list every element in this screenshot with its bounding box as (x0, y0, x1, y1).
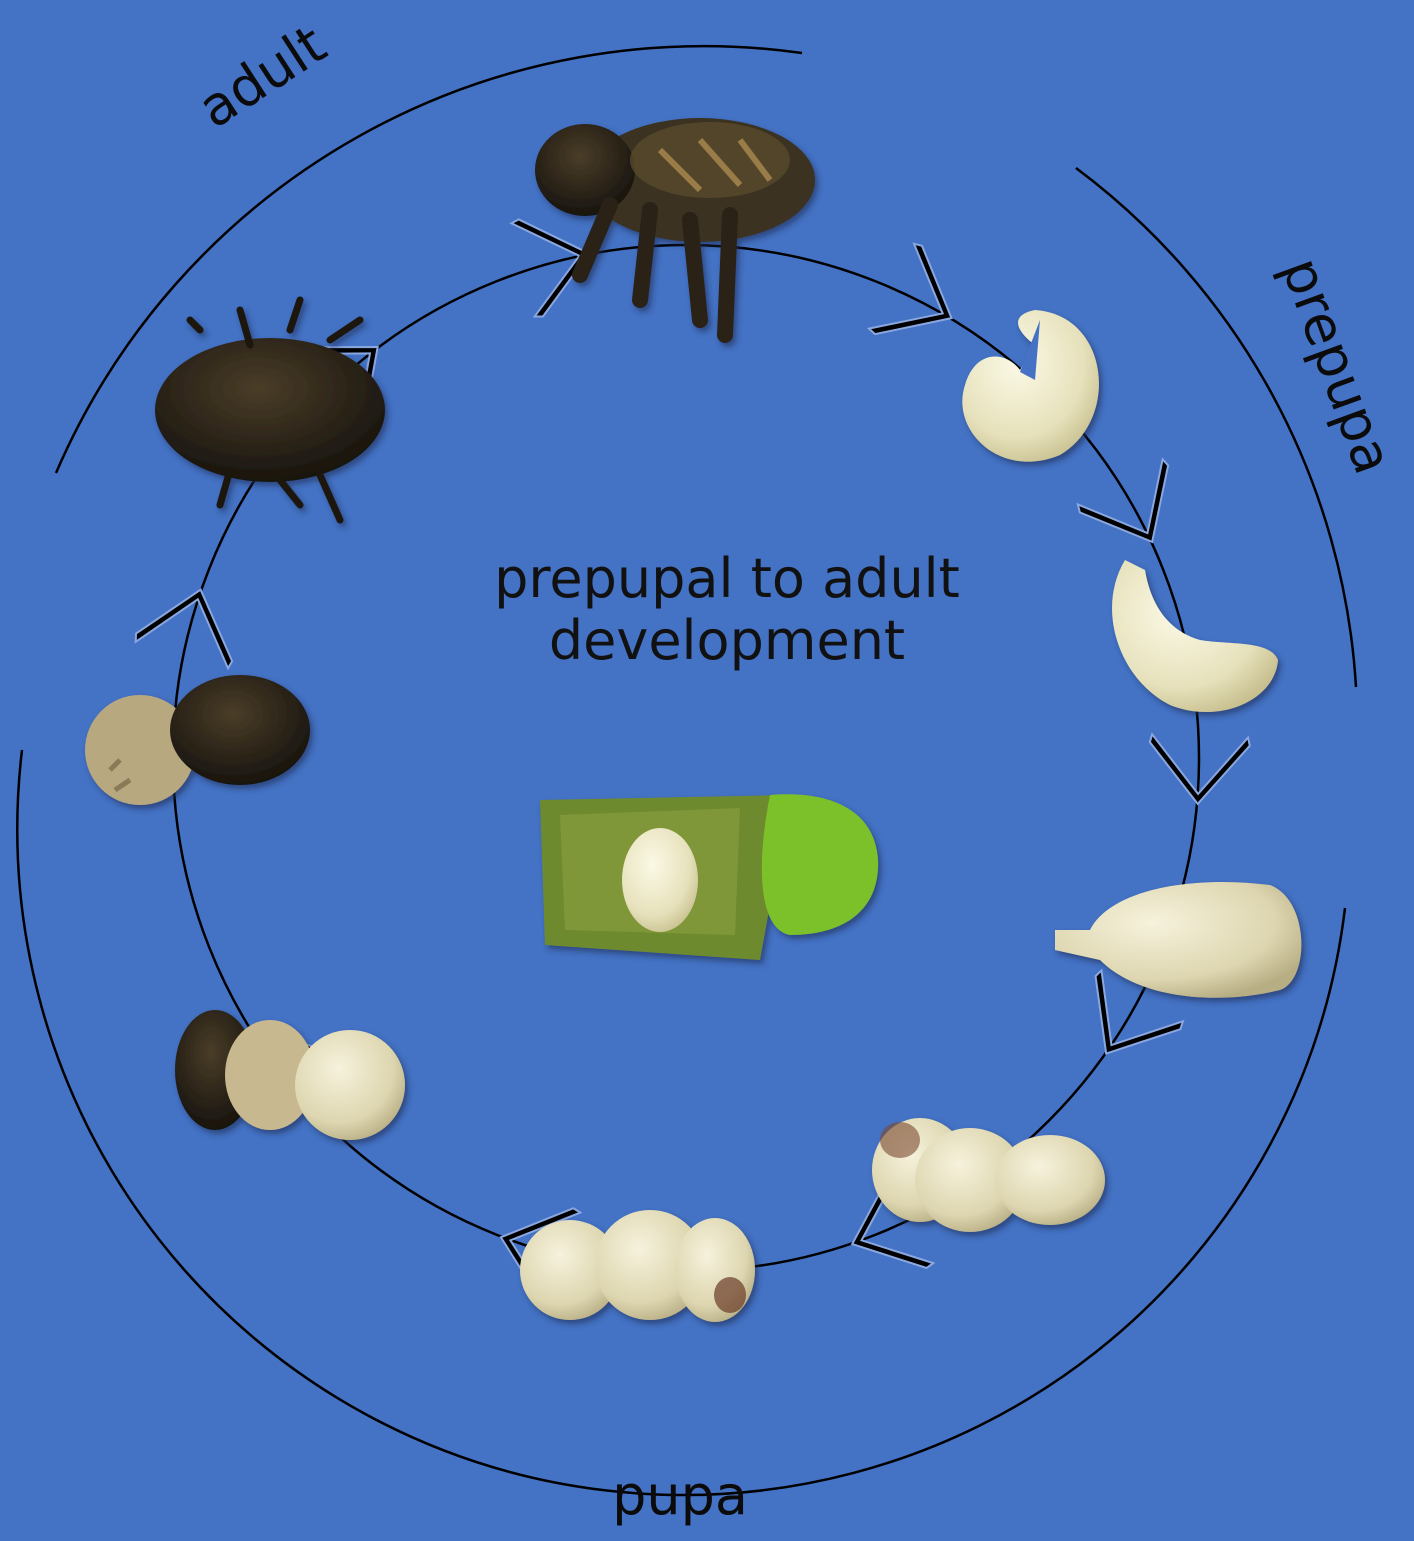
pupa-stage-2-image (872, 1118, 1105, 1232)
adult-dark-image (155, 300, 385, 520)
prepupa-curled-image (962, 310, 1099, 462)
pupa-label: pupa (612, 1464, 748, 1527)
prepupa-straight-image (1112, 560, 1278, 712)
adult-label: adult (187, 13, 337, 141)
leaf-cell-image (540, 794, 878, 960)
adult-bee-image (535, 118, 815, 335)
pupa-stage-1-image (1055, 882, 1301, 998)
pupa-stage-4-image (175, 1010, 405, 1140)
title-line-1: prepupal to adult (407, 548, 1047, 610)
diagram-title: prepupal to adult development (407, 548, 1047, 672)
pupa-stage-3-image (520, 1210, 755, 1322)
prepupa-label: prepupa (1269, 249, 1405, 481)
pupa-stage-5-image (85, 675, 310, 805)
title-line-2: development (407, 610, 1047, 672)
